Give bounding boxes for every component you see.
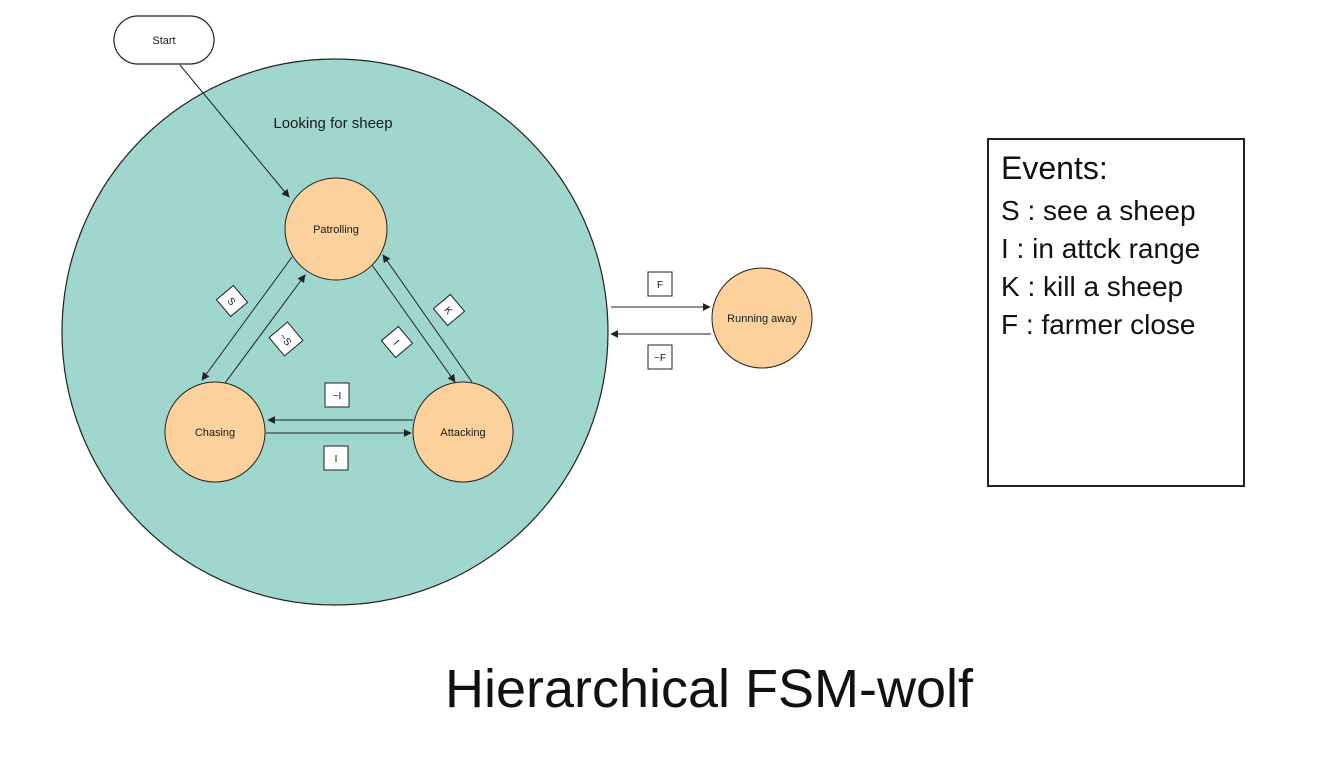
edge-label-i-bottom: I	[323, 445, 349, 471]
edge-label-f: F	[647, 271, 673, 297]
edge-label-not-s: ~S	[268, 321, 304, 357]
edge-label-not-i: ~I	[324, 382, 350, 408]
state-patrolling	[284, 177, 388, 281]
state-patrolling-label: Patrolling	[313, 224, 359, 236]
event-item-s: S : see a sheep	[1001, 195, 1196, 226]
event-item-i: I : in attck range	[1001, 233, 1201, 264]
edge-label-not-f: ~F	[647, 344, 673, 370]
event-item-k: K : kill a sheep	[1001, 271, 1184, 302]
edge-attacking-to-patrolling	[382, 254, 473, 383]
group-label: Looking for sheep	[273, 115, 392, 132]
edge-label-s: S	[215, 284, 249, 318]
edge-label-k: K	[432, 293, 466, 327]
svg-text:F: F	[657, 280, 663, 291]
page-title: Hierarchical FSM-wolf	[444, 659, 974, 719]
start-label: Start	[152, 35, 175, 47]
state-running-away	[711, 267, 813, 369]
state-attacking	[412, 381, 514, 483]
svg-text:I: I	[391, 338, 401, 347]
edge-patrolling-to-chasing	[201, 256, 293, 381]
edge-label-i-diagonal: I	[380, 325, 414, 359]
edge-start-to-patrolling	[179, 64, 290, 198]
svg-text:I: I	[335, 454, 338, 465]
state-chasing	[164, 381, 266, 483]
svg-text:~F: ~F	[654, 353, 666, 364]
start-node	[113, 15, 215, 65]
svg-text:~I: ~I	[333, 391, 342, 402]
events-title: Events:	[1001, 150, 1108, 186]
looking-for-sheep-group	[61, 58, 609, 606]
state-attacking-label: Attacking	[440, 427, 485, 439]
edge-chasing-to-patrolling	[224, 274, 306, 384]
event-item-f: F : farmer close	[1001, 309, 1196, 340]
events-legend: Events: S : see a sheep I : in attck ran…	[987, 138, 1245, 487]
edge-patrolling-to-attacking	[371, 264, 456, 383]
state-chasing-label: Chasing	[195, 427, 235, 439]
state-running-away-label: Running away	[727, 313, 797, 325]
